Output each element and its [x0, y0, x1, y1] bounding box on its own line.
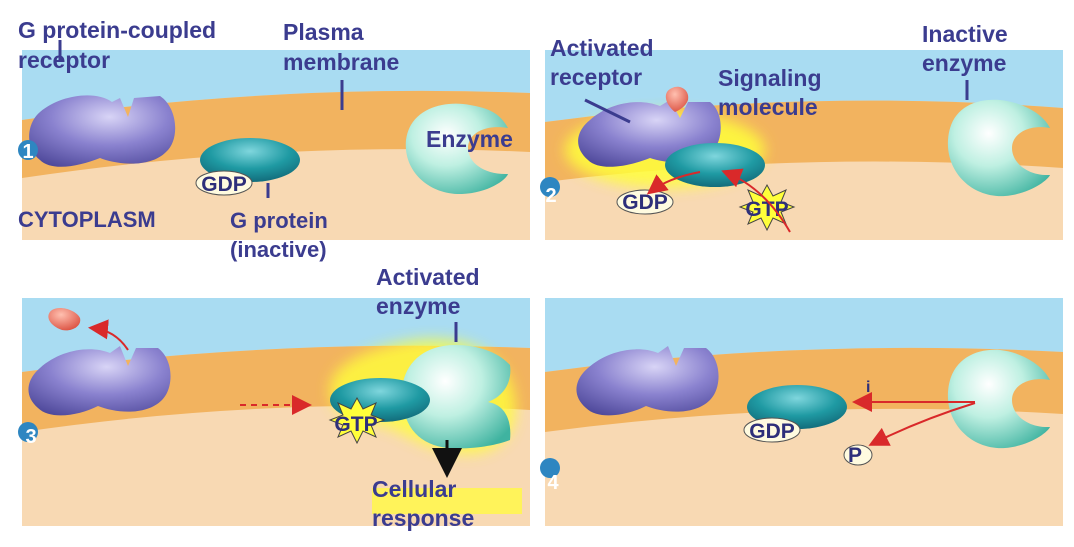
membrane-label-line1: Plasma: [283, 19, 364, 45]
gdp-ellipse: [616, 189, 674, 215]
signaling-molecule-line1: Signaling: [718, 65, 822, 91]
step-circle-3: [18, 422, 38, 442]
gtp-label: GTP: [745, 198, 788, 221]
phosphate-ellipse: [843, 444, 873, 466]
activated-receptor-line2: receptor: [550, 64, 642, 90]
gdp-ellipse: [743, 417, 801, 443]
inactive-enzyme: [947, 99, 1050, 197]
gdp-label: GDP: [749, 420, 795, 443]
gdp-release-arrow: [646, 171, 701, 195]
inactive-enzyme-line2: enzyme: [922, 50, 1006, 76]
phosphate-release-arrow: [868, 402, 976, 446]
receptor: [576, 346, 719, 416]
receptor-label-line2: receptor: [18, 47, 110, 73]
receptor-label-line1: G protein-coupled: [18, 17, 216, 43]
extracellular-region: [545, 298, 1063, 372]
panel-2: GDP GTP Activated receptor Signaling mol…: [540, 21, 1063, 240]
step-circle-2: [540, 177, 560, 197]
gprotein-label-line2: (inactive): [230, 237, 327, 262]
step-circle-4: [540, 458, 560, 478]
step-circle-1: [18, 140, 38, 160]
step-number-3: 3: [25, 426, 36, 448]
activated-receptor-line1: Activated: [550, 35, 654, 61]
step-number-2: 2: [545, 185, 556, 207]
membrane-label-line2: membrane: [283, 49, 399, 75]
gprotein-label-line1: G protein: [230, 208, 328, 233]
gdp-label: GDP: [201, 173, 247, 196]
step-number-1: 1: [22, 141, 33, 163]
molecule-release-arrow: [88, 319, 129, 351]
gtp-binding-arrow: [721, 168, 791, 233]
inactive-enzyme-line1: Inactive: [922, 21, 1008, 47]
panel-1: GDP G protein-coupled receptor Plasma me…: [18, 17, 530, 262]
receptor: [28, 346, 171, 416]
signaling-molecule: [48, 307, 81, 331]
response-highlight: [372, 488, 522, 514]
cellular-response-line1: Cellular: [372, 476, 456, 502]
gpcr-receptor: [29, 95, 176, 167]
enzyme-label: Enzyme: [426, 126, 513, 152]
panel-3: GTP Activated enzyme Cellular response 3: [18, 264, 530, 531]
receptor-leader-line: [584, 98, 631, 124]
activated-enzyme: [401, 345, 511, 449]
panel-4: GDP P i 4: [540, 298, 1063, 526]
signaling-molecule-line2: molecule: [718, 94, 818, 120]
activated-enzyme-line1: Activated: [376, 264, 480, 290]
gdp-ellipse: [195, 170, 253, 196]
g-protein: [665, 143, 765, 187]
phosphate-subscript-i: i: [866, 379, 870, 396]
gtp-label: GTP: [334, 413, 377, 436]
phosphate-label: P: [848, 444, 862, 467]
activated-enzyme-line2: enzyme: [376, 293, 460, 319]
enzyme: [405, 103, 508, 195]
cytoplasm-label: CYTOPLASM: [18, 207, 156, 232]
enzyme: [947, 349, 1050, 449]
gtp-burst: [328, 396, 386, 445]
step-number-4: 4: [547, 472, 559, 494]
gdp-label: GDP: [622, 191, 668, 214]
signaling-molecule: [665, 86, 689, 112]
cellular-response-line2: response: [372, 505, 474, 531]
